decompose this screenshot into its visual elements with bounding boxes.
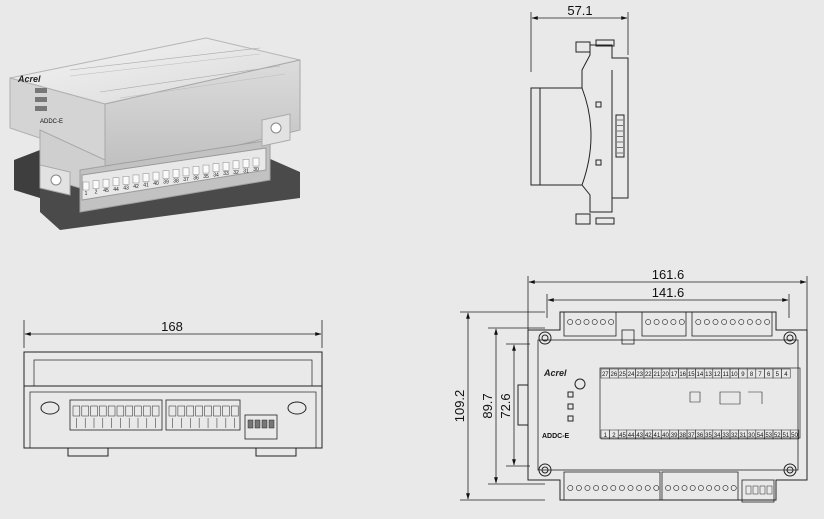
top-terminal-label: 8 [750,372,754,378]
bottom-terminal-label: 36 [697,433,704,439]
dim-side-width: 57.1 [567,3,592,18]
bottom-terminal-label: 41 [654,433,661,439]
bottom-terminal-label: 31 [740,433,747,439]
dim-top-height-outer: 109.2 [452,390,467,423]
photo-terminal-label: 43 [123,185,129,191]
photo-terminal-label: 32 [233,170,239,176]
bottom-terminal-label: 37 [688,433,695,439]
bottom-terminal-label: 51 [783,433,790,439]
bottom-terminal-label: 45 [619,433,626,439]
dim-top-height-inner: 72.6 [498,393,513,418]
bottom-terminal-label: 39 [671,433,678,439]
photo-terminal-label: 30 [253,167,259,173]
top-terminal-label: 4 [784,372,788,378]
bottom-terminal-label: 53 [765,433,772,439]
bottom-terminal-label: 52 [774,433,781,439]
bottom-terminal-label: 1 [604,433,608,439]
bottom-terminal-label: 30 [748,433,755,439]
bottom-terminal-label: 33 [722,433,729,439]
top-terminal-label: 20 [662,372,669,378]
photo-terminal-label: 36 [193,175,199,181]
top-terminal-label: 12 [714,372,721,378]
front-view [23,320,323,457]
bottom-terminal-label: 35 [705,433,712,439]
top-terminal-label: 17 [671,372,678,378]
photo-terminal-label: 37 [183,177,189,183]
bottom-terminal-label: 44 [628,433,635,439]
photo-terminal-label: 41 [143,183,149,189]
photo-terminal-label: 1 [85,191,88,197]
photo-terminal-label: 39 [163,180,169,186]
bottom-terminal-label: 42 [645,433,652,439]
top-view-brand: Acrel [543,368,567,378]
top-terminal-label: 13 [705,372,712,378]
dim-top-inner-width: 141.6 [652,285,685,300]
bottom-terminal-label: 40 [662,433,669,439]
photo-model: ADDC-E [40,119,63,125]
top-terminal-label: 11 [723,372,730,378]
side-view [530,12,629,225]
top-terminal-label: 16 [679,372,686,378]
photo-brand: Acrel [17,74,41,84]
photo-terminal-label: 44 [113,187,119,193]
photo-terminal-label: 31 [243,168,249,174]
photo-terminal-label: 40 [153,181,159,187]
dim-top-height-mid: 89.7 [480,393,495,418]
device-photo: 1 2 45 44 43 42 41 40 39 38 37 36 35 34 33 32 31 30 Acrel… [9,37,301,230]
top-terminal-label: 15 [688,372,695,378]
dim-front-width: 168 [161,319,183,334]
photo-terminal-label: 2 [95,190,98,196]
top-terminal-label: 22 [645,372,652,378]
photo-terminal-label: 45 [103,188,109,194]
bottom-terminal-label: 34 [714,433,721,439]
top-terminal-label: 14 [697,372,704,378]
photo-terminal-label: 35 [203,174,209,180]
top-terminal-label: 10 [731,372,738,378]
top-terminal-label: 26 [611,372,618,378]
photo-terminal-strip: 1 2 45 44 43 42 41 40 39 38 37 36 35 34 33 32 31 30 [82,157,260,197]
top-terminal-label: 7 [758,372,762,378]
bottom-terminal-label: 43 [636,433,643,439]
photo-terminal-label: 38 [173,178,179,184]
bottom-terminal-label: 54 [757,433,764,439]
top-terminal-label: 5 [776,372,780,378]
bottom-terminal-label: 32 [731,433,738,439]
top-terminal-label: 23 [636,372,643,378]
photo-terminal-label: 34 [213,173,219,179]
photo-terminal-label: 42 [133,184,139,190]
top-view-model: ADDC-E [542,433,570,440]
top-terminal-label: 25 [619,372,626,378]
top-terminal-label: 24 [628,372,635,378]
bottom-terminal-label: 38 [679,433,686,439]
top-terminal-label: 21 [654,372,661,378]
photo-top-print [35,47,286,111]
top-terminal-label: 27 [602,372,609,378]
bottom-terminal-label: 2 [612,433,616,439]
photo-terminal-label: 33 [223,171,229,177]
top-terminal-label: 6 [767,372,771,378]
bottom-terminal-label: 50 [791,433,798,439]
dim-top-outer-width: 161.6 [652,267,685,282]
top-terminal-label: 9 [741,372,745,378]
